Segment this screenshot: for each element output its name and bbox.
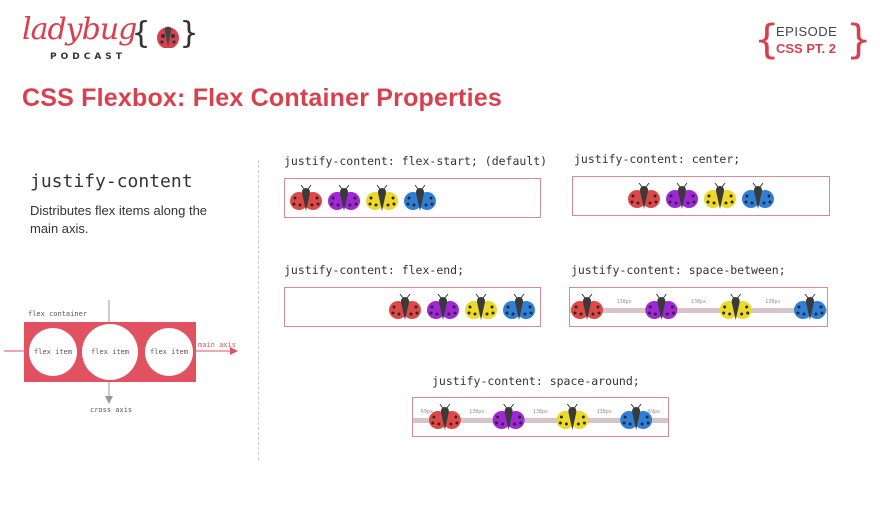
gap-size-label: 138px (691, 299, 706, 305)
demo-ladybug-row: 69px 138px 138px 138px 69px (413, 403, 668, 430)
property-description: Distributes flex items along the main ax… (30, 203, 208, 236)
flex-item-label-3: flex item (150, 348, 188, 356)
demo-label-flex-end: justify-content: flex-end; (284, 263, 465, 277)
ladybug-icon (465, 293, 497, 320)
ladybug-icon (704, 182, 736, 209)
section-divider (258, 160, 259, 460)
flex-container-label: flex container (28, 310, 87, 318)
ladybug-icon (794, 293, 826, 320)
episode-topic: CSS PT. 2 (776, 41, 836, 56)
ladybug-icon (628, 182, 660, 209)
ladybug-icon (620, 403, 653, 430)
demo-ladybug-row (628, 182, 774, 209)
demo-box-space-around: 69px 138px 138px 138px 69px (412, 397, 669, 437)
ladybug-icon (571, 293, 603, 320)
podcast-logo: ladybug PODCAST { } (22, 12, 198, 68)
demo-box-space-between: 138px 138px 138px (569, 287, 828, 327)
main-axis-arrow-icon (230, 347, 238, 355)
episode-badge: { EPISODE CSS PT. 2 } (752, 17, 871, 64)
logo-brace-close: } (180, 16, 199, 51)
logo-subtitle: PODCAST (50, 52, 126, 62)
ladybug-icon (404, 184, 436, 211)
ladybug-icon (428, 403, 461, 430)
slide-title: CSS Flexbox: Flex Container Properties (22, 84, 502, 112)
ladybug-icon (328, 184, 360, 211)
demo-ladybug-row (389, 293, 535, 320)
ladybug-icon (366, 184, 398, 211)
cross-axis-arrow-icon (105, 396, 113, 404)
demo-label-space-around: justify-content: space-around; (432, 374, 640, 388)
ladybug-icon (389, 293, 421, 320)
gap-size-label: 138px (533, 409, 548, 415)
ladybug-icon (742, 182, 774, 209)
demo-box-flex-end (284, 287, 541, 327)
episode-brace-open: { (754, 17, 780, 63)
ladybug-icon (290, 184, 322, 211)
flex-item-circle-2 (82, 324, 138, 380)
demo-label-center: justify-content: center; (574, 152, 741, 166)
ladybug-icon (556, 403, 589, 430)
gap-size-label: 138px (597, 409, 612, 415)
ladybug-icon (492, 403, 525, 430)
gap-band (413, 418, 668, 423)
demo-box-center (572, 176, 830, 216)
demo-ladybug-row: 138px 138px 138px (570, 293, 827, 320)
ladybug-icon (427, 293, 459, 320)
gap-size-label: 138px (469, 409, 484, 415)
ladybug-icon (645, 293, 678, 320)
demo-ladybug-row (290, 184, 436, 211)
logo-brace-open: { (132, 16, 151, 51)
episode-brace-close: } (846, 17, 872, 63)
ladybug-icon (157, 26, 179, 48)
flex-item-label-1: flex item (34, 348, 72, 356)
cross-axis-label: cross axis (90, 406, 132, 414)
main-axis-label: main axis (198, 341, 236, 349)
flex-item-circle-1 (29, 328, 77, 376)
episode-label: EPISODE (776, 24, 838, 39)
ladybug-icon (719, 293, 752, 320)
logo-wordmark: ladybug (22, 12, 137, 47)
demo-label-space-between: justify-content: space-between; (571, 263, 786, 277)
gap-size-label: 69px (648, 409, 660, 415)
ladybug-icon (666, 182, 698, 209)
gap-size-label: 138px (617, 299, 632, 305)
gap-band (570, 308, 827, 313)
flex-diagram: flex container flex item flex item flex … (4, 300, 238, 414)
flex-item-circle-3 (145, 328, 193, 376)
property-name: justify-content (30, 171, 193, 192)
gap-size-label: 69px (421, 409, 433, 415)
ladybug-icon (503, 293, 535, 320)
flex-item-label-2: flex item (91, 348, 129, 356)
demo-label-flex-start: justify-content: flex-start; (default) (284, 154, 548, 168)
gap-size-label: 138px (765, 299, 780, 305)
demo-box-flex-start (284, 178, 541, 218)
